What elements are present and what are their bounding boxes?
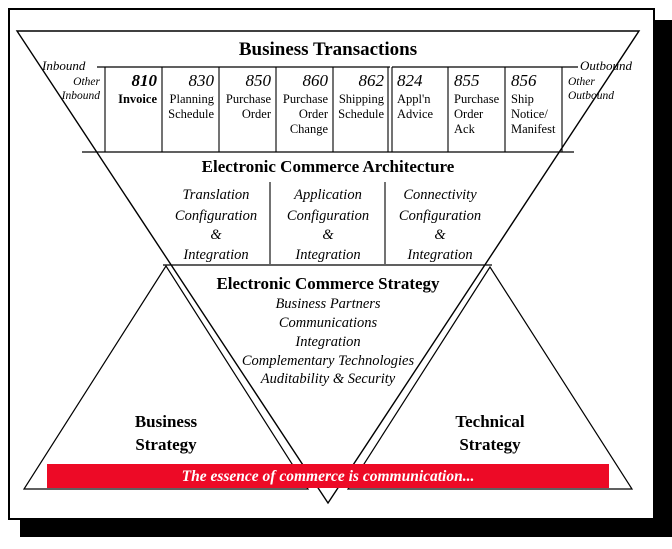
technical-strategy-line-0: Technical	[455, 412, 525, 431]
transaction-label-860-2: Change	[290, 122, 329, 136]
architecture-title: Electronic Commerce Architecture	[202, 157, 455, 176]
transaction-cell-810: 810 Invoice	[118, 71, 157, 106]
transaction-label-824-1: Advice	[397, 107, 434, 121]
architecture-col2-line1: Configuration	[399, 208, 481, 224]
other-inbound-line-0: Other	[73, 76, 100, 88]
architecture-col2-line3: Integration	[406, 247, 472, 263]
architecture-column-application: Application Configuration & Integration	[287, 187, 369, 263]
strategy-item-0: Business Partners	[275, 296, 380, 312]
technical-strategy-triangle	[346, 265, 634, 490]
transaction-label-855-2: Ack	[454, 122, 476, 136]
transaction-cell-860: 860 Purchase Order Change	[283, 71, 329, 136]
transaction-code-810: 810	[132, 71, 158, 90]
inbound-label: Inbound	[41, 58, 86, 73]
technical-strategy-label: Technical Strategy	[455, 412, 525, 454]
transaction-label-850-1: Order	[242, 107, 272, 121]
transaction-cell-862: 862 Shipping Schedule	[338, 71, 385, 121]
transaction-label-855-0: Purchase	[454, 92, 500, 106]
other-inbound-line-1: Inbound	[61, 90, 101, 102]
transaction-label-830-1: Schedule	[168, 107, 214, 121]
technical-strategy-line-1: Strategy	[459, 435, 521, 454]
architecture-col0-line0: Translation	[183, 187, 250, 203]
architecture-col1-line1: Configuration	[287, 208, 369, 224]
transaction-cell-830: 830 Planning Schedule	[168, 71, 215, 121]
architecture-column-connectivity: Connectivity Configuration & Integration	[399, 187, 481, 263]
strategy-title: Electronic Commerce Strategy	[216, 274, 440, 293]
transaction-label-862-1: Schedule	[338, 107, 384, 121]
transaction-label-855-1: Order	[454, 107, 484, 121]
transaction-code-860: 860	[303, 71, 329, 90]
architecture-col1-line3: Integration	[294, 247, 360, 263]
architecture-col0-line1: Configuration	[175, 208, 257, 224]
transaction-cell-850: 850 Purchase Order	[226, 71, 272, 121]
transaction-code-830: 830	[189, 71, 215, 90]
business-strategy-label: Business Strategy	[135, 412, 198, 454]
transaction-label-850-0: Purchase	[226, 92, 272, 106]
transaction-label-860-0: Purchase	[283, 92, 329, 106]
shadow-right	[654, 20, 672, 537]
transaction-label-824-0: Appl'n	[397, 92, 431, 106]
transaction-cell-855: 855 Purchase Order Ack	[454, 71, 500, 136]
banner-text: The essence of commerce is communication…	[182, 468, 475, 485]
architecture-col0-line2: &	[210, 227, 222, 243]
main-inverted-triangle	[15, 30, 641, 505]
other-outbound-line-0: Other	[568, 76, 595, 88]
transaction-label-860-1: Order	[299, 107, 329, 121]
architecture-col0-line3: Integration	[182, 247, 248, 263]
transaction-cell-856: 856 Ship Notice/ Manifest	[511, 71, 556, 136]
architecture-col2-line2: &	[434, 227, 446, 243]
banner-background	[47, 464, 609, 488]
transaction-label-862-0: Shipping	[339, 92, 385, 106]
strategy-item-3: Complementary Technologies	[242, 353, 415, 369]
shadow-bottom	[20, 519, 672, 537]
business-strategy-line-1: Strategy	[135, 435, 197, 454]
transaction-label-856-1: Notice/	[511, 107, 548, 121]
strategy-item-2: Integration	[294, 334, 360, 350]
transaction-code-856: 856	[511, 71, 537, 90]
strategy-item-1: Communications	[279, 315, 378, 331]
architecture-col1-line0: Application	[293, 187, 362, 203]
other-inbound-cell: Other Inbound	[61, 76, 101, 102]
strategy-item-4: Auditability & Security	[260, 371, 396, 387]
architecture-col2-line0: Connectivity	[403, 187, 477, 203]
outer-frame	[8, 8, 655, 520]
transaction-label-856-2: Manifest	[511, 122, 556, 136]
business-transactions-title: Business Transactions	[239, 39, 417, 60]
transaction-code-862: 862	[359, 71, 385, 90]
transaction-code-850: 850	[246, 71, 272, 90]
business-strategy-line-0: Business	[135, 412, 198, 431]
transaction-code-855: 855	[454, 71, 480, 90]
transaction-label-830-0: Planning	[170, 92, 215, 106]
transaction-label-810-0: Invoice	[118, 92, 157, 106]
strategy-items: Business Partners Communications Integra…	[242, 296, 415, 387]
other-outbound-cell: Other Outbound	[568, 76, 614, 102]
transaction-label-856-0: Ship	[511, 92, 534, 106]
architecture-column-translation: Translation Configuration & Integration	[175, 187, 257, 263]
business-strategy-triangle	[22, 264, 310, 490]
outbound-label: Outbound	[580, 58, 633, 73]
other-outbound-line-1: Outbound	[568, 90, 614, 102]
architecture-col1-line2: &	[322, 227, 334, 243]
transaction-cell-824: 824 Appl'n Advice	[397, 71, 434, 121]
transaction-code-824: 824	[397, 71, 423, 90]
